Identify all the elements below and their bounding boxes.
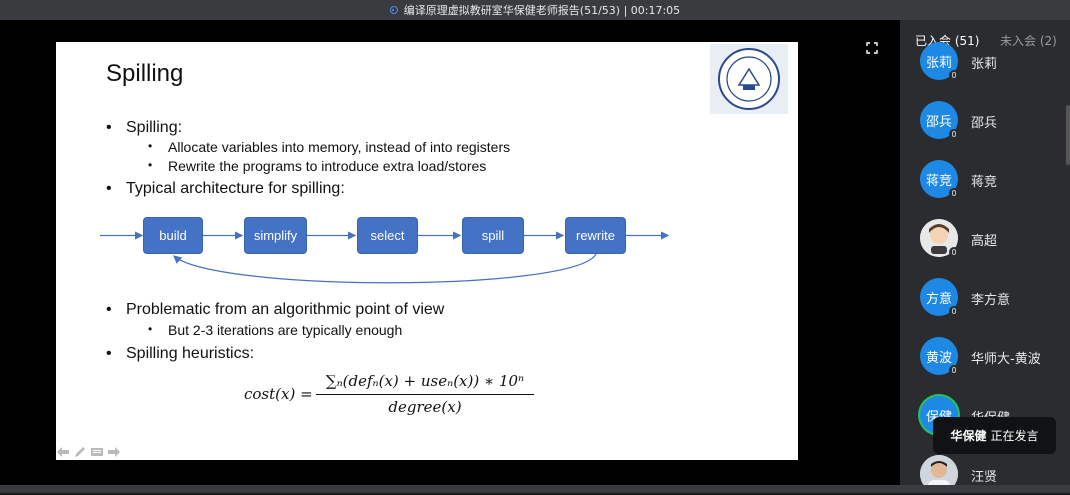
participant-name: 蒋竞 — [971, 175, 998, 190]
bullet-problematic: Problematic from an algorithmic point of… — [106, 301, 444, 319]
slide-toolbar — [56, 444, 121, 460]
toast-status: 正在发言 — [990, 429, 1039, 443]
toast-speaker: 华保健 — [950, 429, 987, 443]
avatar: 邵兵 — [920, 101, 958, 139]
step-spill: spill — [462, 217, 524, 254]
formula-lhs: cost(x) = — [244, 385, 313, 403]
bullet-problematic-sub: But 2-3 iterations are typically enough — [148, 322, 402, 338]
participant-item[interactable]: 邵兵 邵兵 — [920, 101, 1070, 141]
speaking-toast: 华保健 正在发言 — [933, 417, 1056, 454]
step-select: select — [357, 217, 418, 254]
participant-item[interactable]: 高超 — [920, 219, 1070, 259]
bullet-spilling: Spilling: — [106, 119, 182, 137]
mic-muted-icon — [949, 129, 959, 139]
participant-scrollbar[interactable] — [1066, 105, 1070, 165]
bottom-bar — [0, 485, 1070, 493]
participant-item[interactable]: 蒋竞 蒋竞 — [920, 160, 1070, 200]
presentation-slide: Spilling Spilling: Allocate variables in… — [56, 42, 798, 460]
slide-title: Spilling — [106, 60, 184, 87]
participant-name: 张莉 — [971, 57, 998, 72]
mic-muted-icon — [949, 247, 959, 257]
step-rewrite: rewrite — [565, 217, 626, 254]
fraction-bar — [316, 394, 534, 395]
window-title: 编译原理虚拟教研室华保健老师报告(51/53) | 00:17:05 — [403, 4, 681, 17]
mic-muted-icon — [949, 306, 959, 316]
participant-panel: 已入会 (51) 未入会 (2) 张莉 张莉 邵兵 邵兵 蒋竞 蒋竞 高超 方意… — [900, 20, 1070, 493]
university-seal-logo — [710, 44, 788, 114]
bullet-typical-architecture: Typical architecture for spilling: — [106, 180, 345, 198]
bullet-spilling-heuristics: Spilling heuristics: — [106, 345, 254, 363]
slide-menu-icon[interactable] — [90, 446, 104, 458]
window-title-bar: 编译原理虚拟教研室华保健老师报告(51/53) | 00:17:05 — [0, 0, 1070, 20]
avatar-speaking: 保健 — [920, 396, 958, 434]
participant-name: 汪贤 — [971, 470, 998, 485]
mic-muted-icon — [949, 70, 959, 80]
mic-muted-icon — [949, 365, 959, 375]
step-build: build — [143, 217, 203, 254]
avatar: 方意 — [920, 278, 958, 316]
seal-icon — [718, 48, 780, 110]
record-icon — [389, 6, 398, 14]
participant-name: 邵兵 — [971, 116, 998, 131]
cartoon-avatar-icon — [920, 219, 958, 257]
step-simplify: simplify — [244, 217, 307, 254]
mic-muted-icon — [949, 188, 959, 198]
fullscreen-icon[interactable] — [866, 42, 878, 54]
pen-icon[interactable] — [73, 446, 87, 458]
cost-formula: cost(x) = ∑ₙ(defₙ(x) + useₙ(x)) ∗ 10ⁿ de… — [244, 372, 544, 420]
next-slide-icon[interactable] — [107, 446, 121, 458]
tab-not-joined[interactable]: 未入会 (2) — [1000, 34, 1057, 48]
participant-item[interactable]: 方意 李方意 — [920, 278, 1070, 318]
spilling-architecture-diagram: build simplify select spill rewrite — [96, 212, 716, 292]
participant-name: 李方意 — [971, 293, 1011, 308]
avatar-photo — [920, 219, 958, 257]
participant-item[interactable]: 黄波 华师大-黄波 — [920, 337, 1070, 377]
participant-name: 华师大-黄波 — [971, 352, 1041, 367]
participant-item[interactable]: 张莉 张莉 — [920, 42, 1070, 82]
formula-numerator: ∑ₙ(defₙ(x) + useₙ(x)) ∗ 10ⁿ — [325, 372, 525, 390]
participant-name: 高超 — [971, 234, 998, 249]
previous-slide-icon[interactable] — [56, 446, 70, 458]
formula-denominator: degree(x) — [388, 398, 462, 416]
diagram-arrows — [100, 231, 670, 284]
bullet-spilling-sub1: Allocate variables into memory, instead … — [148, 139, 510, 155]
bullet-spilling-sub2: Rewrite the programs to introduce extra … — [148, 158, 486, 174]
